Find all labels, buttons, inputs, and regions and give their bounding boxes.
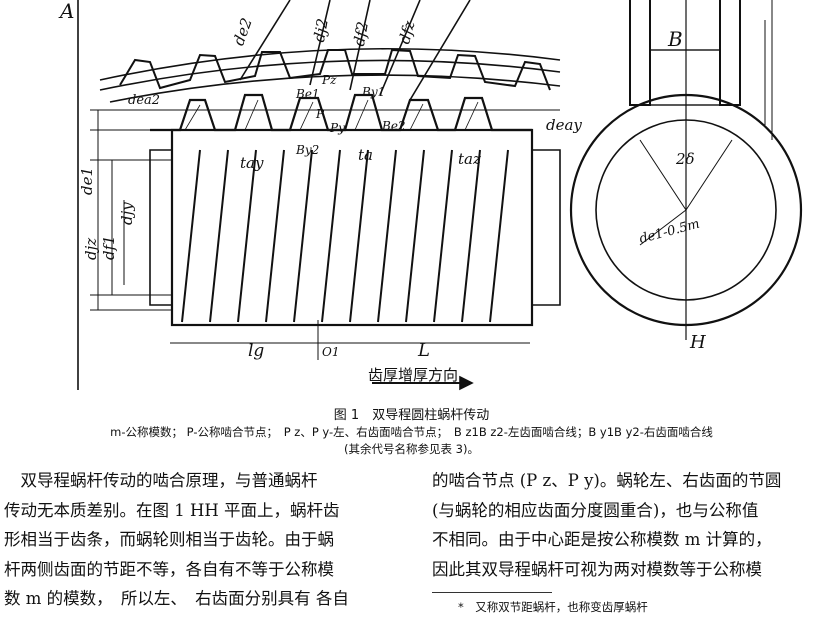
label-de1: de1 <box>78 167 96 195</box>
footnote-rule <box>432 592 552 593</box>
label-djy: djy <box>118 202 136 225</box>
label-Be2: Be2 <box>381 119 406 133</box>
label-P: P <box>315 107 325 121</box>
label-df2: df2 <box>350 20 372 47</box>
label-dea2: dea2 <box>128 93 160 108</box>
label-2delta: 2δ <box>675 150 695 168</box>
label-Pz: Pz <box>321 73 337 87</box>
label-djz: djz <box>82 238 100 260</box>
direction-label: 齿厚增厚方向 <box>368 366 458 384</box>
label-df1: df1 <box>100 235 118 260</box>
label-L: L <box>417 340 430 361</box>
figure-caption-legend: m-公称模数； P-公称啮合节点； P z、P y-左、右齿面啮合节点； B z… <box>110 425 713 439</box>
label-taz: taz <box>458 150 481 168</box>
label-ta: ta <box>358 146 373 164</box>
figure-caption-title: 图 1 双导程圆柱蜗杆传动 <box>333 408 490 423</box>
label-de2: de2 <box>229 15 256 47</box>
label-Be1: Be1 <box>295 87 320 101</box>
label-de1-minus: de1-0.5m <box>638 217 701 247</box>
label-By2: By2 <box>295 143 319 157</box>
figure-caption-note: (其余代号名称参见表 3)。 <box>344 442 479 456</box>
label-dj2: dj2 <box>310 17 332 44</box>
body-text-left-column: 双导程蜗杆传动的啮合原理，与普通蜗杆 传动无本质差别。在图 1 HH 平面上，蜗… <box>4 471 349 608</box>
label-By1: By1 <box>361 85 385 99</box>
label-deay: deay <box>546 116 582 134</box>
label-B: B <box>667 27 683 51</box>
label-O1: O1 <box>322 345 339 359</box>
label-tay: tay <box>240 154 264 172</box>
body-text-right-column: 的啮合节点 (P z、P y)。蜗轮左、右齿面的节圆 (与蜗轮的相应齿面分度圆重… <box>432 471 782 579</box>
worm-gear-drawing: A de2 dj2 df2 dfz dea2 Be1 Pz By1 P Py B… <box>58 0 803 391</box>
footnote: * 又称双节距蜗杆，也称变齿厚蜗杆 <box>458 600 648 614</box>
label-lg: lg <box>248 341 264 361</box>
label-H: H <box>689 332 706 353</box>
label-Py: Py <box>329 121 345 135</box>
label-dfz: dfz <box>395 19 418 46</box>
label-A: A <box>58 0 74 23</box>
